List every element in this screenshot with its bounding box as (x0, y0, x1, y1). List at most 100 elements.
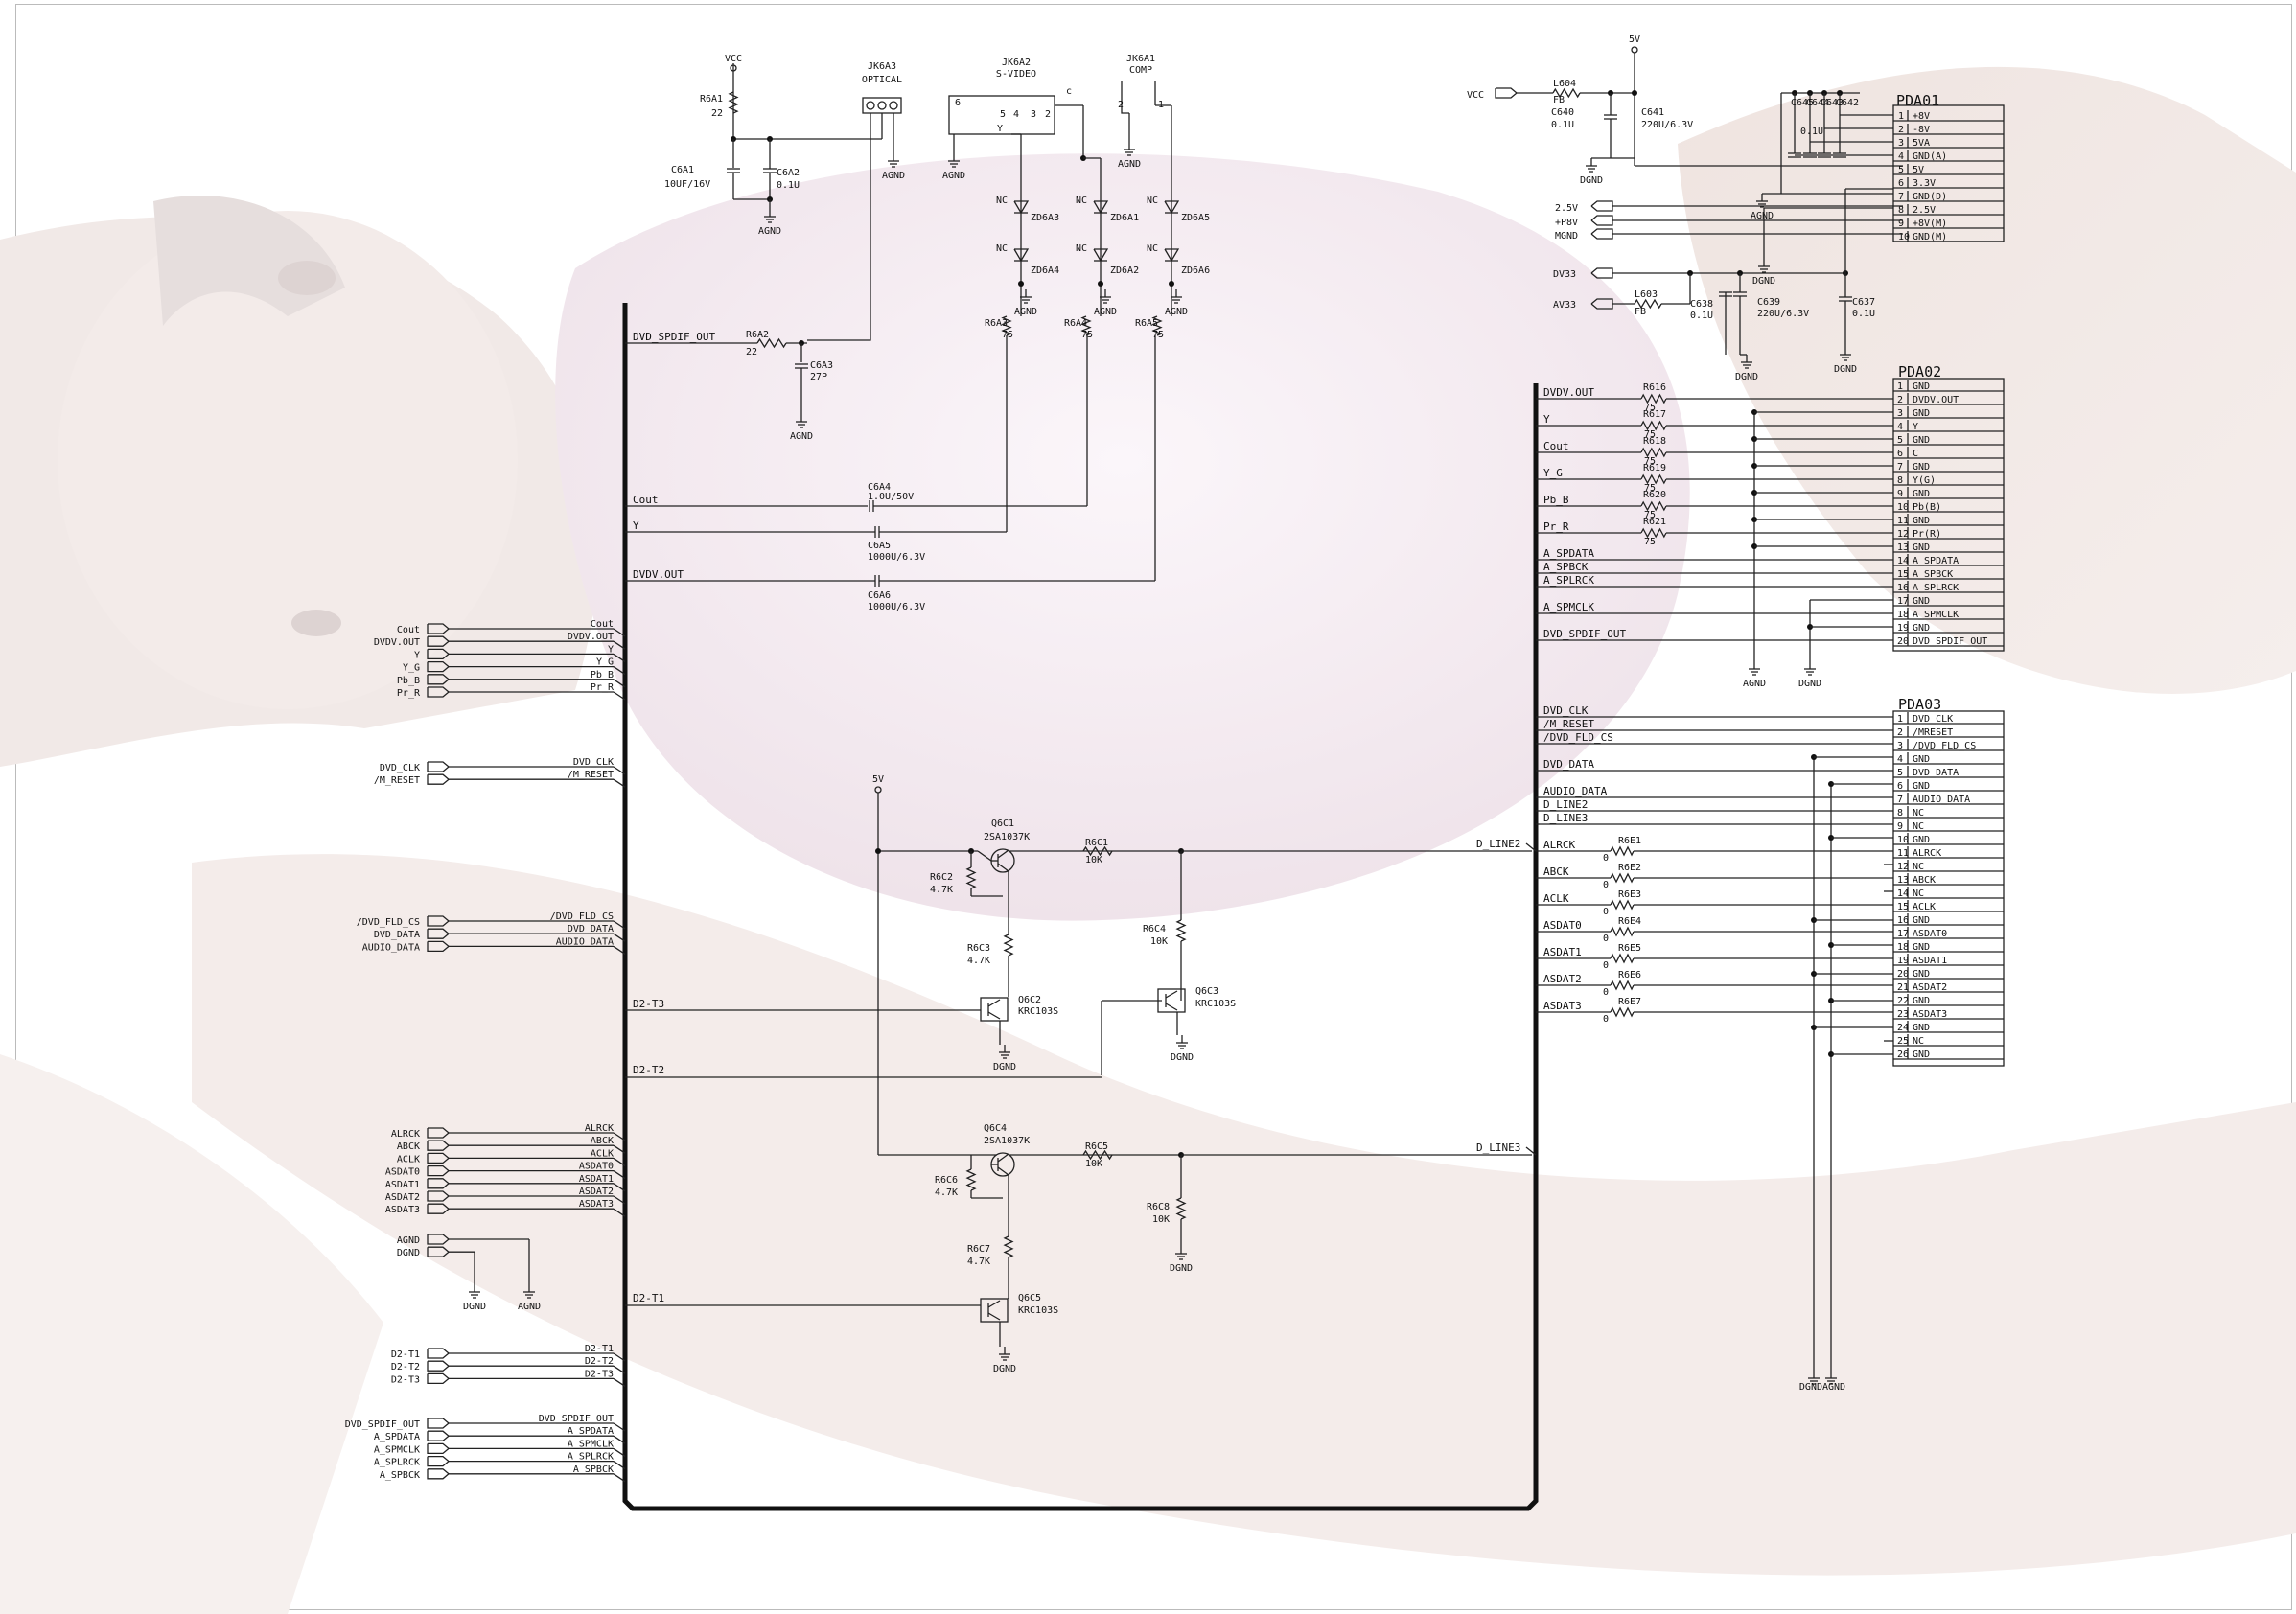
bus-label: ALRCK (585, 1123, 614, 1134)
left-port-label: Pb_B (397, 676, 420, 686)
junction-dot (1098, 281, 1103, 287)
pda02-net: Y_G (1543, 467, 1563, 479)
wire (613, 1435, 626, 1444)
left-port-connector (427, 660, 451, 673)
pin-name: DVDV.OUT (1913, 395, 1959, 405)
pin-label: c (1066, 86, 1072, 97)
left-port-label: DVD_CLK (380, 763, 420, 773)
pin-number: 10 (1898, 232, 1910, 242)
resistor-label: R6A4 (1064, 318, 1087, 329)
pin-number: 3 (1897, 741, 1903, 751)
pda02-r-label: R619 (1643, 463, 1666, 473)
pda02-net: DVDV.OUT (1543, 386, 1594, 399)
ground-label: AGND (790, 431, 813, 442)
r6c3 (1003, 934, 1014, 957)
pin-label: 2 (1045, 109, 1051, 120)
ground-label: DGND (1171, 1052, 1194, 1063)
pin-number: 13 (1897, 542, 1909, 553)
r75 (1080, 315, 1092, 336)
q6c5 (980, 1298, 1009, 1323)
pin-name: A_SPLRCK (1913, 583, 1959, 593)
wire (613, 640, 626, 650)
pin-number: 21 (1897, 982, 1909, 993)
pin-name: A_SPMCLK (1913, 610, 1959, 620)
pda02-r-value: 75 (1644, 510, 1656, 520)
pda02-title: PDA02 (1898, 363, 1941, 380)
cap-value: 0.1U (1800, 127, 1823, 137)
pda02-resistor (1640, 527, 1667, 539)
c640-value: 0.1U (1551, 120, 1574, 130)
optical-pin (877, 101, 887, 110)
pin-name: GND (1913, 623, 1930, 634)
left-port-connector (427, 1430, 451, 1441)
wire (1525, 842, 1537, 852)
dgndagnd-label: DGNDAGND (1799, 1382, 1845, 1393)
c6a5-value: 1000U/6.3V (868, 552, 925, 563)
pin-name: DVD_DATA (1913, 768, 1959, 778)
l603-label: L603 (1635, 289, 1658, 300)
pin-name: ASDAT2 (1913, 982, 1947, 993)
resistor-value: 75 (1152, 330, 1164, 340)
bus-label: D2-T1 (585, 1344, 614, 1354)
diode (1013, 248, 1030, 263)
nc-label: NC (1147, 243, 1158, 254)
wire (1525, 1146, 1537, 1156)
pin-number: 5 (1897, 435, 1903, 446)
vcc-terminal (730, 64, 737, 72)
left-port-connector (427, 1418, 451, 1429)
cout-label: Cout (633, 494, 659, 506)
wire (613, 1144, 626, 1154)
left-port-connector (427, 940, 451, 953)
diode (1093, 248, 1109, 263)
pda02-net: Cout (1543, 440, 1569, 452)
pin-number: 17 (1897, 596, 1909, 607)
ground-label: DGND (1834, 364, 1857, 375)
left-port-connector (427, 623, 451, 634)
wire (807, 113, 871, 341)
pin-number: 17 (1897, 929, 1909, 939)
resistor-value: 75 (1002, 330, 1013, 340)
c6a2-label: C6A2 (777, 168, 800, 178)
wire (613, 1447, 626, 1457)
5v-terminal (874, 786, 882, 794)
wire (613, 1422, 626, 1432)
wire (613, 691, 626, 701)
pin-name: 5VA (1913, 138, 1930, 149)
r6c6 (965, 1168, 977, 1191)
optical-jack (862, 97, 902, 114)
pin-name: GND (1913, 835, 1930, 845)
bus-label: Pr_R (591, 682, 615, 693)
pin-name: 2.5V (1913, 205, 1936, 216)
r6c4 (1175, 919, 1187, 942)
r6a1-label: R6A1 (700, 94, 723, 104)
left-port-connector (427, 1164, 451, 1177)
left-port-label: Y_G (403, 663, 420, 674)
optical-pin (866, 101, 875, 110)
wire (613, 945, 626, 955)
wire (613, 628, 626, 637)
diode (1164, 248, 1180, 263)
pda03-net: /DVD_FLD_CS (1543, 731, 1613, 744)
dvdv-out-label: DVDV.OUT (633, 568, 684, 581)
left-port-label: /M_RESET (374, 775, 420, 786)
nc-label: NC (1147, 196, 1158, 206)
pda02-resistor (1640, 500, 1667, 512)
left-port-connector (427, 928, 451, 939)
left-port-connector (427, 1442, 451, 1455)
pda03-net: ABCK (1543, 865, 1569, 878)
pin-name: A_SPBCK (1913, 569, 1953, 580)
left-port-label: Pr_R (397, 688, 421, 699)
r6c7-value: 4.7K (967, 1257, 990, 1267)
pin-number: 13 (1897, 875, 1909, 886)
pin-label: 3 (1031, 109, 1036, 120)
left-port-connector (427, 1360, 451, 1372)
pin-name: GND (1913, 462, 1930, 473)
wire (613, 1473, 626, 1483)
pda03-resistor (1610, 845, 1635, 857)
pda02-net: Pr_R (1543, 520, 1569, 533)
q6c4-part: 2SA1037K (984, 1136, 1030, 1146)
left-port-connector (427, 1246, 451, 1257)
left-port-connector (427, 1190, 451, 1202)
resistor-label: R6A3 (985, 318, 1008, 329)
junction-dot (1018, 281, 1024, 287)
